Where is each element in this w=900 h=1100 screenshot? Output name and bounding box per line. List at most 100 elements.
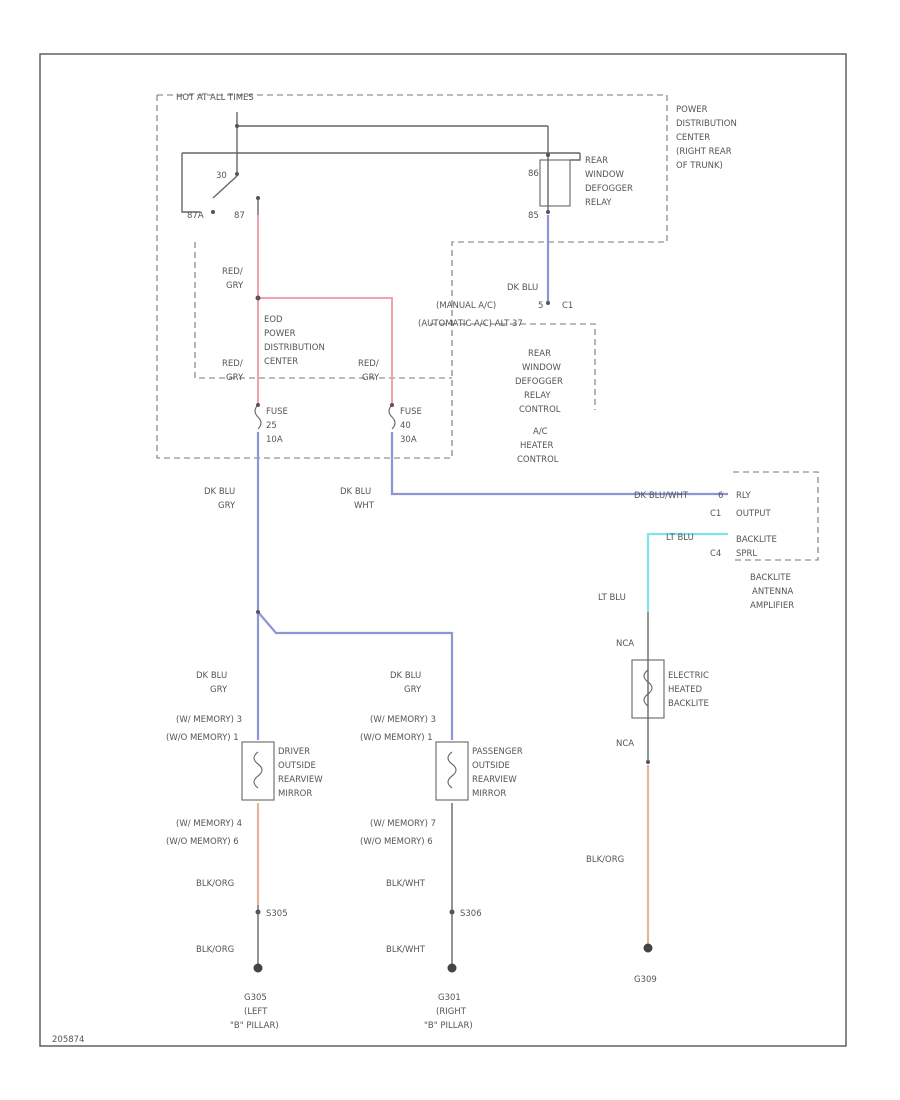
label-heated-3: BACKLITE <box>668 699 709 709</box>
label-splice-left: S305 <box>266 909 288 919</box>
label-fuse-b-2: 40 <box>400 421 411 431</box>
label-relay-1: REAR <box>585 156 608 166</box>
wire-dkblu-right-branch <box>257 611 454 740</box>
label-drv-3: REARVIEW <box>278 775 323 785</box>
label-drv-mem-4: (W/O MEMORY) 6 <box>166 837 239 847</box>
eod-power-center-outline <box>194 242 452 379</box>
label-dk-blu-mid-2: WHT <box>354 501 375 511</box>
label-blk-wht-pass-2: BLK/WHT <box>386 945 426 955</box>
label-blk-org-drv: BLK/ORG <box>196 879 234 889</box>
label-pdc-3: CENTER <box>676 133 710 143</box>
label-amp-pin-6: 6 <box>718 491 723 501</box>
loop-left-side <box>181 153 200 213</box>
label-eod-1: EOD <box>264 315 283 325</box>
driver-mirror-heater <box>253 751 263 789</box>
label-pin-85: 85 <box>528 211 539 221</box>
label-eod-2: POWER <box>264 329 296 339</box>
node-red-split <box>255 295 261 301</box>
label-drv-mem-1: (W/ MEMORY) 3 <box>176 715 242 725</box>
node-85 <box>546 210 550 214</box>
label-ac-3: CONTROL <box>517 455 559 465</box>
label-ac-2: HEATER <box>520 441 553 451</box>
label-pass-mem-4: (W/O MEMORY) 6 <box>360 837 433 847</box>
label-dk-blu-left-1: DK BLU <box>204 487 235 497</box>
label-pin-86: 86 <box>528 169 539 179</box>
label-red-left-1: RED/ <box>222 359 243 369</box>
label-pass-4: MIRROR <box>472 789 506 799</box>
label-dk-blu-drv-1: DK BLU <box>196 671 227 681</box>
node-c1-pin5 <box>546 301 550 305</box>
relay-coil-outline <box>570 153 581 161</box>
relay-switch-contact <box>212 175 238 199</box>
label-dk-blu-pass-2: GRY <box>404 685 422 695</box>
label-red-left-2: GRY <box>226 373 244 383</box>
node-86 <box>546 153 550 157</box>
label-manual-ac-pin: 5 <box>538 301 543 311</box>
label-relay-3: DEFOGGER <box>585 184 633 194</box>
label-dk-blu-pass-1: DK BLU <box>390 671 421 681</box>
label-splice-right: S306 <box>460 909 482 919</box>
label-pass-mem-1: (W/ MEMORY) 3 <box>370 715 436 725</box>
backlite-box <box>631 659 665 719</box>
label-rwd-3: DEFOGGER <box>515 377 563 387</box>
node-nca <box>646 760 650 764</box>
power-distribution-center-outline <box>156 94 668 459</box>
label-pdc-5: OF TRUNK) <box>676 161 723 171</box>
label-pass-mem-3: (W/ MEMORY) 7 <box>370 819 436 829</box>
label-amp-c4: C4 <box>710 549 721 559</box>
node-hot <box>235 124 239 128</box>
label-nca-top: NCA <box>616 639 634 649</box>
label-g309: G309 <box>634 975 657 985</box>
label-ac-1: A/C <box>533 427 548 437</box>
ground-g309-icon <box>643 943 653 953</box>
fuse-40-symbol <box>388 404 396 430</box>
ground-g301-icon <box>447 963 457 973</box>
node-splice-dkblu <box>256 610 260 614</box>
label-fuse-a-1: FUSE <box>266 407 288 417</box>
label-drv-1: DRIVER <box>278 747 310 757</box>
label-drv-mem-2: (W/O MEMORY) 1 <box>166 733 239 743</box>
label-pdc-2: DISTRIBUTION <box>676 119 737 129</box>
label-amp-3: AMPLIFIER <box>750 601 794 611</box>
label-g301-3: "B" PILLAR) <box>424 1021 473 1031</box>
label-red-right-1: RED/ <box>358 359 379 369</box>
node-fuse40 <box>390 403 394 407</box>
label-drv-2: OUTSIDE <box>278 761 316 771</box>
label-amp-1: BACKLITE <box>750 573 791 583</box>
label-hot: HOT AT ALL TIMES <box>176 93 254 103</box>
label-pin-87: 87 <box>234 211 245 221</box>
label-blk-wht-pass: BLK/WHT <box>386 879 426 889</box>
label-rly-2: OUTPUT <box>736 509 771 519</box>
wire-dkblu-amp <box>390 432 728 496</box>
label-rwd-4: RELAY <box>524 391 551 401</box>
label-g305-1: G305 <box>244 993 267 1003</box>
passenger-mirror-box <box>435 741 469 801</box>
label-pass-3: REARVIEW <box>472 775 517 785</box>
node-fuse25 <box>256 403 260 407</box>
label-pass-1: PASSENGER <box>472 747 523 757</box>
label-pin-30: 30 <box>216 171 227 181</box>
label-pin-87a: 87A <box>187 211 204 221</box>
label-amp-2: ANTENNA <box>752 587 793 597</box>
label-dk-blu-top: DK BLU <box>507 283 538 293</box>
label-manual-ac-conn: C1 <box>562 301 573 311</box>
label-blk-org-drv-2: BLK/ORG <box>196 945 234 955</box>
label-amp-c1: C1 <box>710 509 721 519</box>
node-87a <box>211 210 215 214</box>
label-lt-blu-a: LT BLU <box>666 533 694 543</box>
label-pdc-1: POWER <box>676 105 708 115</box>
diagram-frame <box>39 53 847 1047</box>
label-eod-3: DISTRIBUTION <box>264 343 325 353</box>
label-backlite-2: SPRL <box>736 549 757 559</box>
label-lt-blu-b: LT BLU <box>598 593 626 603</box>
figure-id: 205874 <box>52 1035 84 1045</box>
node-87 <box>256 196 260 200</box>
label-pass-2: OUTSIDE <box>472 761 510 771</box>
label-fuse-b-3: 30A <box>400 435 417 445</box>
label-eod-4: CENTER <box>264 357 298 367</box>
label-fuse-a-2: 25 <box>266 421 277 431</box>
label-rwd-2: WINDOW <box>522 363 562 373</box>
label-pass-mem-2: (W/O MEMORY) 1 <box>360 733 433 743</box>
label-relay-4: RELAY <box>585 198 612 208</box>
